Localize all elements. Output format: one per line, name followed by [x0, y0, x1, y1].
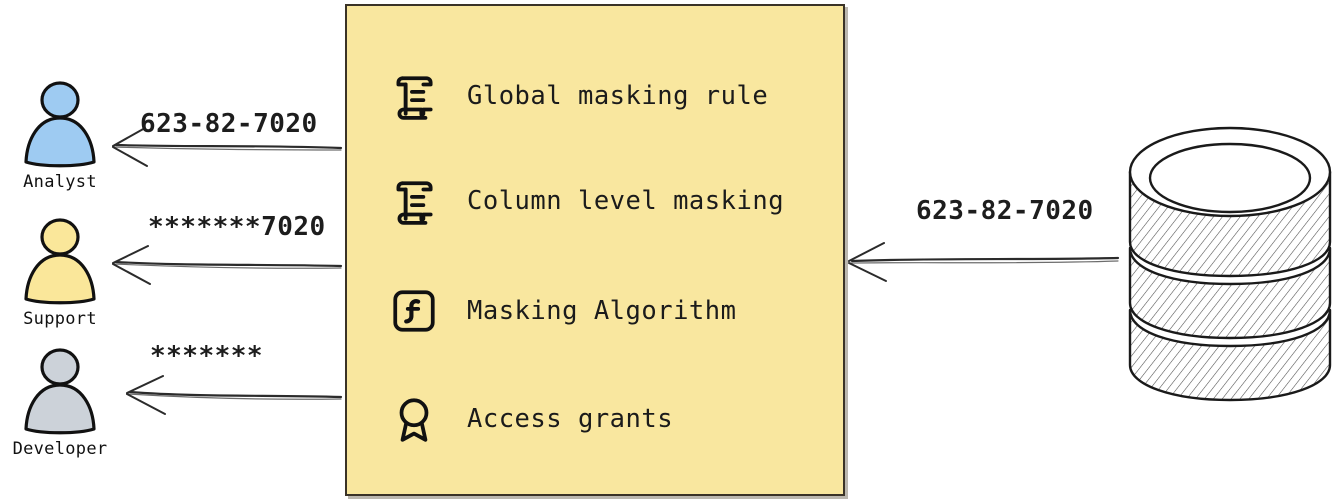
scroll-icon	[387, 174, 441, 228]
person-icon	[24, 348, 96, 435]
award-icon	[387, 392, 441, 446]
flow-label-support: *******7020	[148, 212, 326, 242]
policy-item-label: Masking Algorithm	[467, 296, 737, 326]
actor-developer[interactable]: Developer	[0, 345, 120, 459]
scroll-icon	[387, 69, 441, 123]
policy-item-label: Global masking rule	[467, 81, 769, 111]
flow-label-database: 623-82-7020	[916, 196, 1094, 226]
person-icon	[24, 81, 96, 168]
actor-analyst[interactable]: Analyst	[0, 78, 120, 192]
actor-label: Support	[23, 309, 97, 329]
policy-item-column-level-masking[interactable]: Column level masking	[387, 171, 784, 231]
actor-label: Analyst	[23, 172, 97, 192]
policy-item-label: Access grants	[467, 404, 674, 434]
policy-item-label: Column level masking	[467, 186, 785, 216]
policy-item-access-grants[interactable]: Access grants	[387, 389, 673, 449]
person-icon	[24, 218, 96, 305]
function-icon	[387, 284, 441, 338]
masking-policy-card: Global masking rule Column level masking	[345, 4, 845, 496]
policy-item-global-masking-rule[interactable]: Global masking rule	[387, 66, 768, 126]
actor-support[interactable]: Support	[0, 215, 120, 329]
actor-label: Developer	[12, 439, 108, 459]
database-cylinder-icon[interactable]	[1120, 120, 1340, 424]
flow-label-analyst: 623-82-7020	[140, 109, 318, 139]
flow-label-developer: *******	[150, 341, 264, 371]
policy-item-masking-algorithm[interactable]: Masking Algorithm	[387, 281, 737, 341]
